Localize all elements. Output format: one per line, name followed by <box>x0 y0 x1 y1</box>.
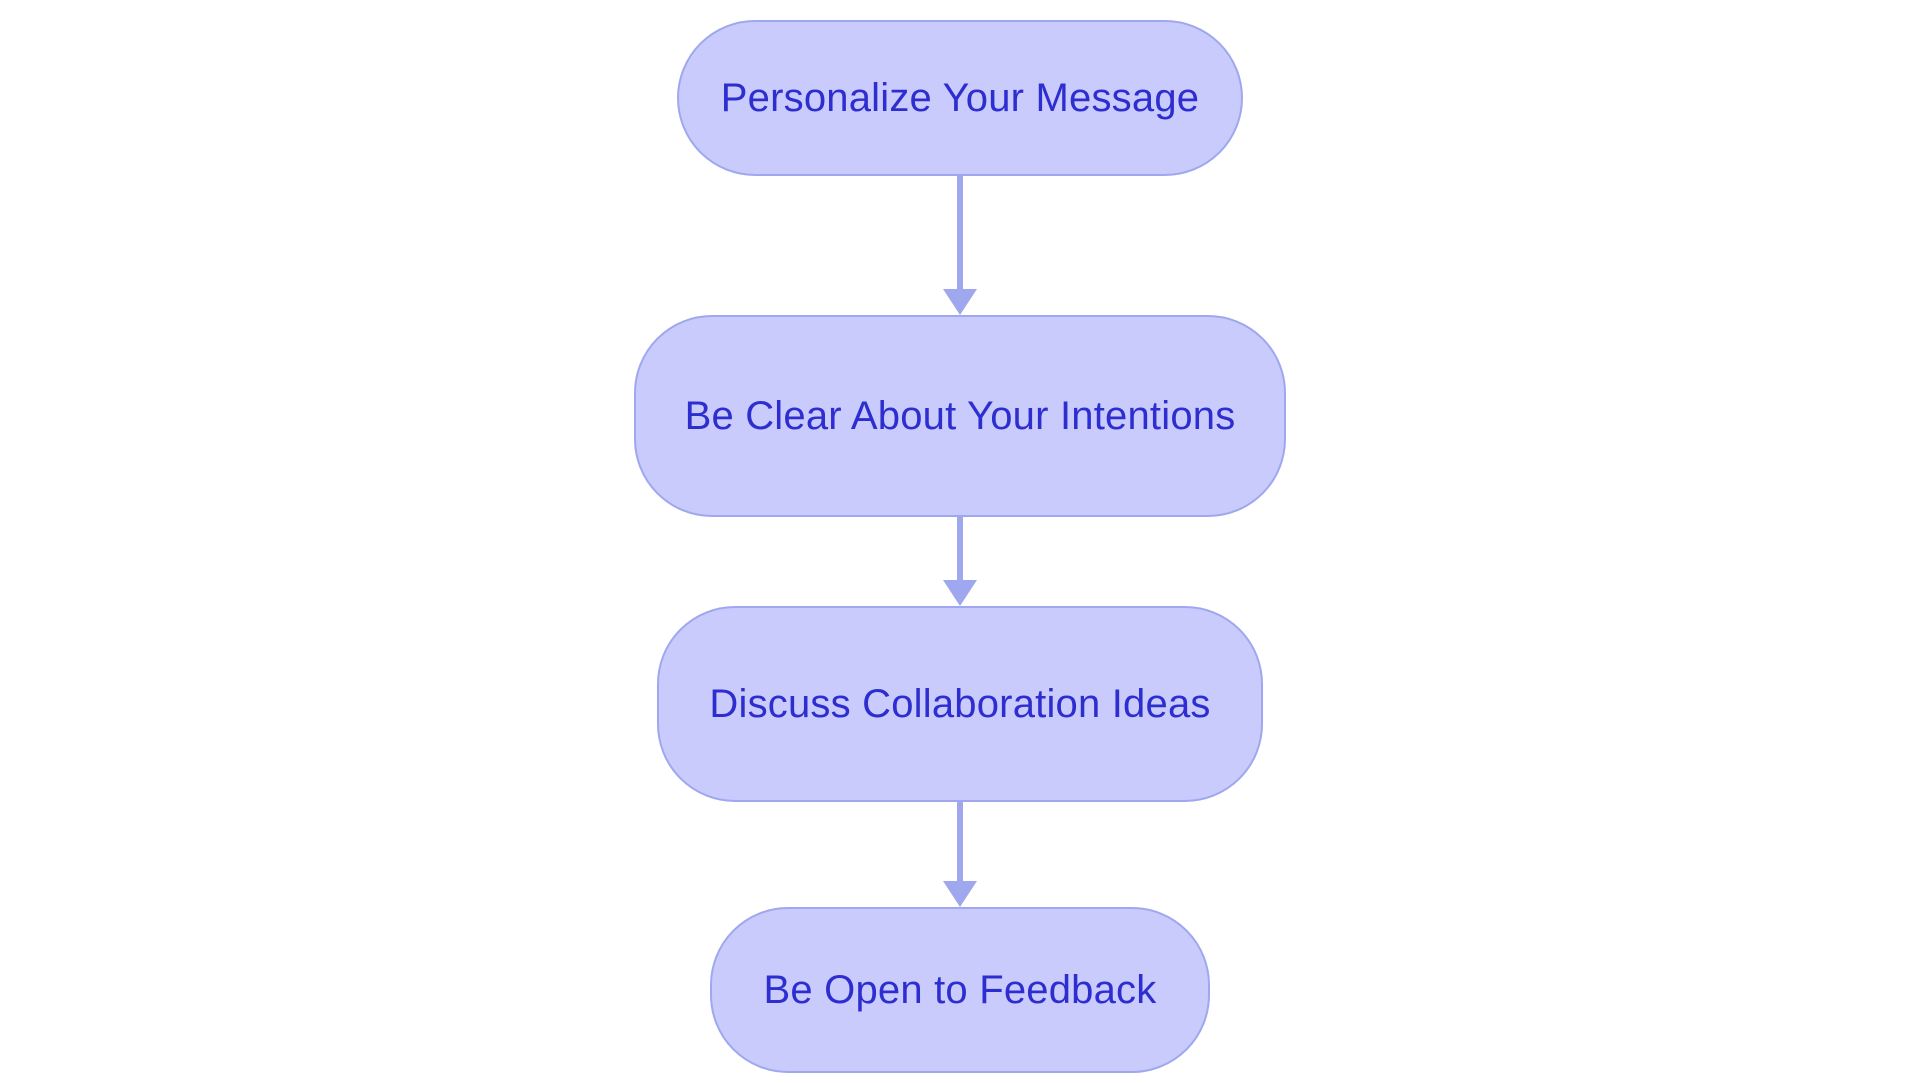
flow-node-label: Be Clear About Your Intentions <box>684 394 1236 438</box>
down-arrow-icon <box>943 580 977 606</box>
flow-node-label: Discuss Collaboration Ideas <box>709 682 1211 726</box>
flow-node-discuss-collaboration-ideas[interactable]: Discuss Collaboration Ideas <box>657 606 1263 802</box>
down-arrow-icon <box>943 881 977 907</box>
edge-line <box>957 176 963 290</box>
flow-node-label: Be Open to Feedback <box>763 968 1157 1012</box>
edge-line <box>957 517 963 581</box>
flow-node-label: Personalize Your Message <box>720 76 1200 120</box>
flow-node-be-clear-about-your-intentions[interactable]: Be Clear About Your Intentions <box>634 315 1286 517</box>
down-arrow-icon <box>943 289 977 315</box>
flow-node-be-open-to-feedback[interactable]: Be Open to Feedback <box>710 907 1210 1073</box>
flow-node-personalize-your-message[interactable]: Personalize Your Message <box>677 20 1243 176</box>
flow-edge-node1-to-node2 <box>943 176 977 315</box>
edge-line <box>957 802 963 882</box>
flow-edge-node2-to-node3 <box>943 517 977 606</box>
flow-edge-node3-to-node4 <box>943 802 977 907</box>
